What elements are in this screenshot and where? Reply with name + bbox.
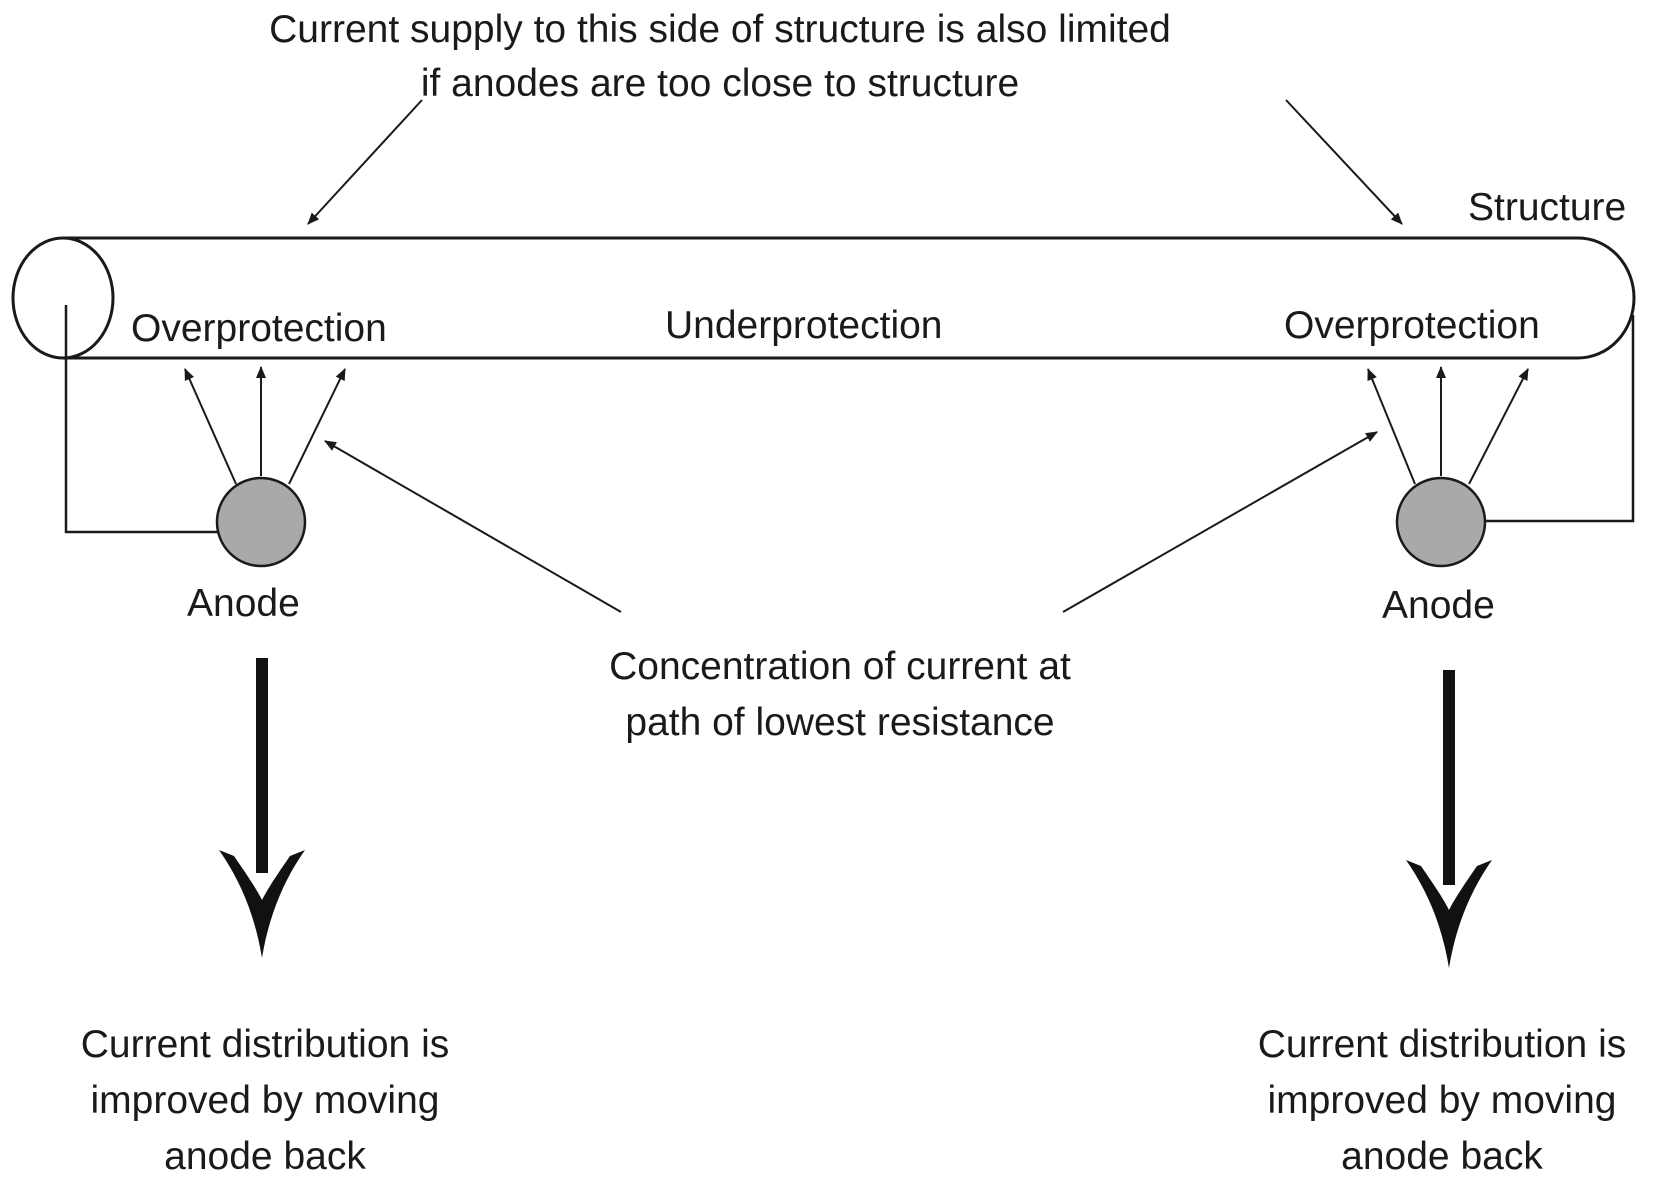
structure-pipe [11, 236, 1636, 360]
top-note: Current supply to this side of structure… [230, 10, 1210, 103]
left-improvement-line-3: anode back [164, 1135, 366, 1178]
right-improvement-line-1: Current distribution is [1257, 1023, 1627, 1066]
right-connection-wire [1484, 315, 1635, 523]
concentration-arrow-left [324, 440, 622, 613]
left-move-back-arrow [219, 658, 305, 958]
left-improvement-line-1: Current distribution is [80, 1023, 450, 1066]
left-overprotection-label: Overprotection [131, 307, 387, 350]
right-anode-circle [1395, 476, 1487, 568]
top-note-line-2: if anodes are too close to structure [420, 62, 1020, 105]
pipe-body [63, 236, 1636, 360]
right-move-back-arrow [1406, 670, 1492, 968]
right-improvement-line-2: improved by moving [1267, 1079, 1617, 1122]
left-anode-current-arrows [184, 366, 346, 485]
concentration-arrow-right [1062, 431, 1378, 613]
structure-label: Structure [1468, 186, 1627, 229]
left-improvement-line-2: improved by moving [90, 1079, 440, 1122]
left-anode-circle [215, 476, 307, 568]
concentration-note-line-2: path of lowest resistance [625, 701, 1055, 744]
right-improvement-line-3: anode back [1341, 1135, 1543, 1178]
left-anode-label: Anode [187, 582, 300, 625]
pipe-end-ellipse [11, 236, 115, 360]
left-improvement-note: Current distribution is improved by movi… [30, 1025, 500, 1176]
left-connection-wire [64, 305, 222, 534]
concentration-note: Concentration of current at path of lowe… [520, 647, 1160, 742]
top-left-arrow [307, 99, 423, 225]
top-right-arrow [1285, 99, 1403, 225]
right-overprotection-label: Overprotection [1284, 304, 1540, 347]
right-improvement-note: Current distribution is improved by movi… [1212, 1025, 1671, 1176]
top-note-line-1: Current supply to this side of structure… [269, 8, 1171, 51]
right-anode-current-arrows [1367, 366, 1529, 485]
right-anode-label: Anode [1382, 584, 1495, 627]
concentration-note-line-1: Concentration of current at [609, 645, 1071, 688]
underprotection-label: Underprotection [665, 304, 943, 347]
